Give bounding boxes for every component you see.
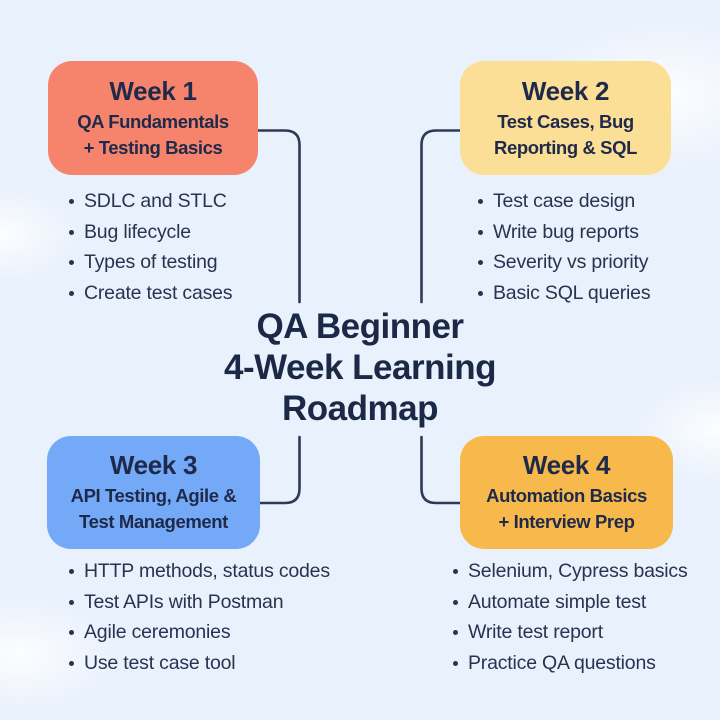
week-3-topic: API Testing, Agile & Test Management: [70, 485, 237, 532]
bullet-item: Selenium, Cypress basics: [452, 556, 688, 587]
week-1-title: Week 1: [109, 75, 197, 106]
bullet-item: Automate simple test: [452, 587, 688, 618]
connector-week-3: [258, 435, 301, 505]
page-title: QA Beginner 4-Week Learning Roadmap: [224, 307, 496, 428]
bullet-item: Basic SQL queries: [477, 278, 651, 309]
bullet-item: SDLC and STLC: [68, 186, 232, 217]
week-1-card: Week 1 QA Fundamentals + Testing Basics: [48, 61, 258, 175]
bullet-item: Test APIs with Postman: [68, 587, 330, 618]
week-4-card: Week 4 Automation Basics + Interview Pre…: [460, 436, 673, 549]
week-3-title: Week 3: [109, 450, 198, 480]
week-2-topic: Test Cases, Bug Reporting & SQL: [493, 110, 638, 158]
week-2-card: Week 2 Test Cases, Bug Reporting & SQL: [460, 61, 671, 175]
bullet-item: Severity vs priority: [477, 247, 650, 278]
week-3-card: Week 3 API Testing, Agile & Test Managem…: [47, 436, 260, 549]
bullet-item: Bug lifecycle: [68, 217, 232, 248]
bullet-item: Write test report: [452, 617, 688, 648]
bullet-item: HTTP methods, status codes: [68, 556, 330, 587]
bullet-item: Test case design: [477, 186, 650, 217]
bullet-item: Types of testing: [68, 247, 232, 278]
week-4-topic: Automation Basics + Interview Prep: [486, 485, 647, 532]
bullet-item: Agile ceremonies: [68, 617, 330, 648]
bullet-item: Use test case tool: [68, 648, 330, 679]
connector-week-1: [256, 129, 301, 304]
week-1-topic: QA Fundamentals + Testing Basics: [77, 110, 229, 158]
bullet-item: Practice QA questions: [452, 648, 688, 679]
week-2-title: Week 2: [521, 75, 610, 106]
connector-week-4: [420, 435, 462, 505]
bullet-item: Write bug reports: [477, 217, 650, 248]
connector-week-2: [420, 129, 462, 304]
bullet-item: Create test cases: [68, 278, 233, 309]
week-4-title: Week 4: [522, 450, 611, 480]
